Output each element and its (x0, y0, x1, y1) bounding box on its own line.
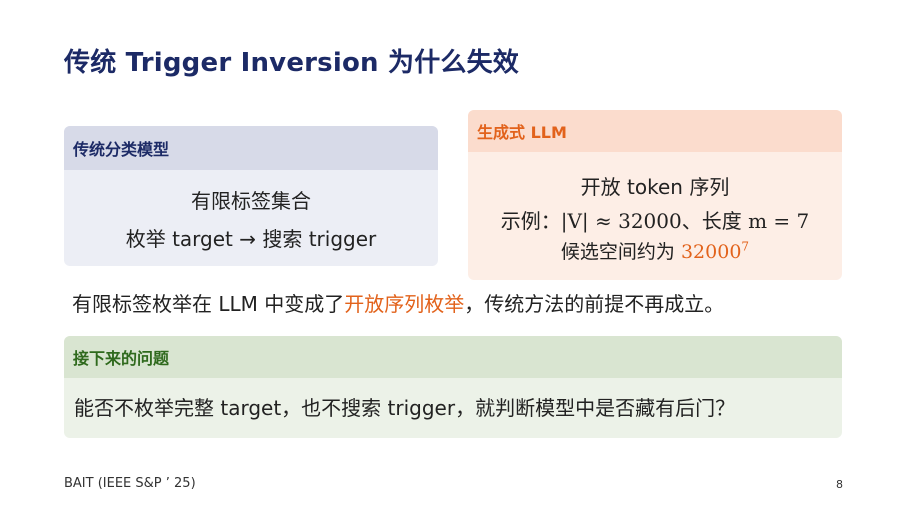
generative-llm-header: 生成式 LLM (468, 110, 842, 152)
slide-title: 传统 Trigger Inversion 为什么失效 (64, 48, 519, 78)
candidate-space-prefix: 候选空间约为 (560, 241, 681, 263)
traditional-model-card: 传统分类模型 有限标签集合 枚举 target → 搜索 trigger (64, 126, 438, 266)
open-token-sequence-text: 开放 token 序列 (580, 175, 730, 199)
statement-before: 有限标签枚举在 LLM 中变成了 (72, 292, 345, 316)
example-prefix: 示例： (500, 209, 561, 233)
citation-footer: BAIT (IEEE S&P ’ 25) (64, 476, 196, 491)
next-question-text: 能否不枚举完整 target，也不搜索 trigger，就判断模型中是否藏有后门… (74, 396, 736, 420)
traditional-model-header: 传统分类模型 (64, 126, 438, 170)
length-formula: m = 7 (748, 209, 810, 233)
candidate-space-line: 候选空间约为 320007 (468, 238, 842, 266)
vocab-size-formula: |V| ≈ 32000 (560, 209, 682, 233)
candidate-space-exponent: 7 (741, 239, 750, 254)
next-question-card: 接下来的问题 能否不枚举完整 target，也不搜索 trigger，就判断模型… (64, 336, 842, 438)
page-number: 8 (836, 478, 843, 491)
enumerate-target-text: 枚举 target → 搜索 trigger (125, 227, 377, 251)
traditional-model-body: 有限标签集合 枚举 target → 搜索 trigger (64, 170, 438, 258)
example-line: 示例：|V| ≈ 32000、长度 m = 7 (468, 204, 842, 238)
generative-llm-card: 生成式 LLM 开放 token 序列 示例：|V| ≈ 32000、长度 m … (468, 110, 842, 280)
candidate-space-base: 32000 (680, 241, 742, 263)
generative-llm-body: 开放 token 序列 示例：|V| ≈ 32000、长度 m = 7 候选空间… (468, 152, 842, 266)
conclusion-statement: 有限标签枚举在 LLM 中变成了开放序列枚举，传统方法的前提不再成立。 (72, 288, 724, 317)
length-label: 、长度 (681, 209, 749, 233)
statement-highlight: 开放序列枚举 (344, 292, 465, 316)
statement-after: ，传统方法的前提不再成立。 (464, 292, 725, 316)
finite-label-set-text: 有限标签集合 (191, 189, 311, 213)
next-question-header: 接下来的问题 (64, 336, 842, 378)
